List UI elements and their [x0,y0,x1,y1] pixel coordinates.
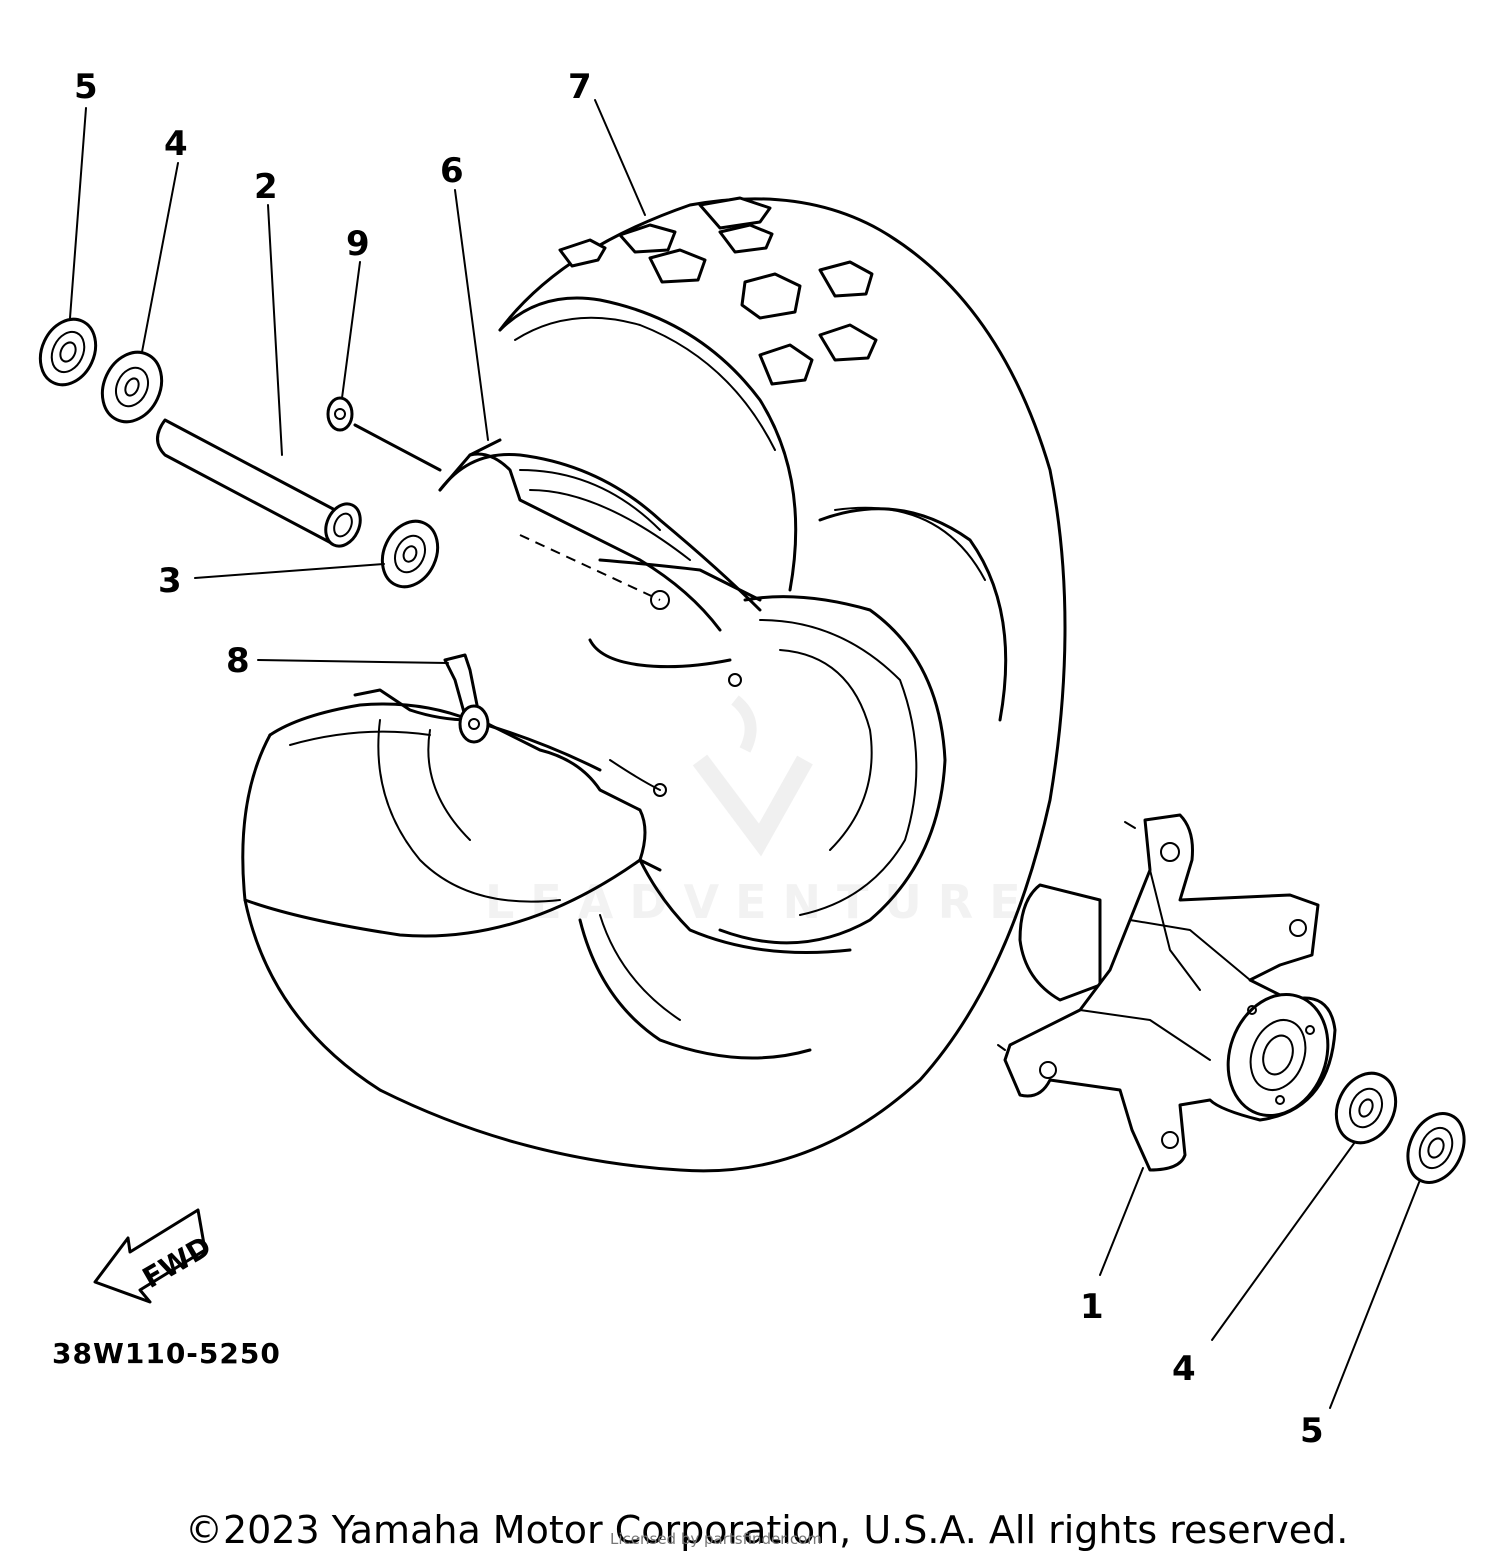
callout-3: 3 [158,561,182,601]
callout-1: 1 [1080,1287,1104,1327]
callout-5-bottom: 5 [1300,1411,1324,1451]
oil-seal-bottom [1406,1112,1466,1184]
wheel-hub [997,813,1337,1172]
callouts: 5 4 2 9 6 7 3 8 1 4 5 [74,67,1324,1451]
callout-7: 7 [568,67,592,107]
callout-2: 2 [254,167,278,207]
copyright-text: ©2023 Yamaha Motor Corporation, U.S.A. A… [185,1508,1349,1552]
watermark-logo: LEADVENTURE [485,695,1037,929]
tire-valve [443,653,490,744]
callout-9: 9 [346,224,370,264]
axle-spacer [156,418,362,548]
oil-seal-top [38,317,98,387]
bearing-inner [380,519,440,589]
bearing-top [100,350,164,424]
valve-hole [650,590,670,610]
leader-lines [69,99,1421,1409]
tread-blocks [558,196,878,386]
overlay-note: Licensed by partsfinder.com [610,1530,822,1548]
nut [326,396,442,472]
callout-8: 8 [226,641,250,681]
tire-and-wheel [241,197,1067,1173]
callout-4-bottom: 4 [1172,1349,1196,1389]
callout-6: 6 [440,151,464,191]
fwd-arrow: FWD [93,1208,217,1304]
callout-5-top: 5 [74,67,98,107]
part-code: 38W110-5250 [52,1337,281,1370]
callout-4-top: 4 [164,124,188,164]
watermark-text: LEADVENTURE [485,875,1037,929]
bearing-bottom [1334,1071,1398,1145]
